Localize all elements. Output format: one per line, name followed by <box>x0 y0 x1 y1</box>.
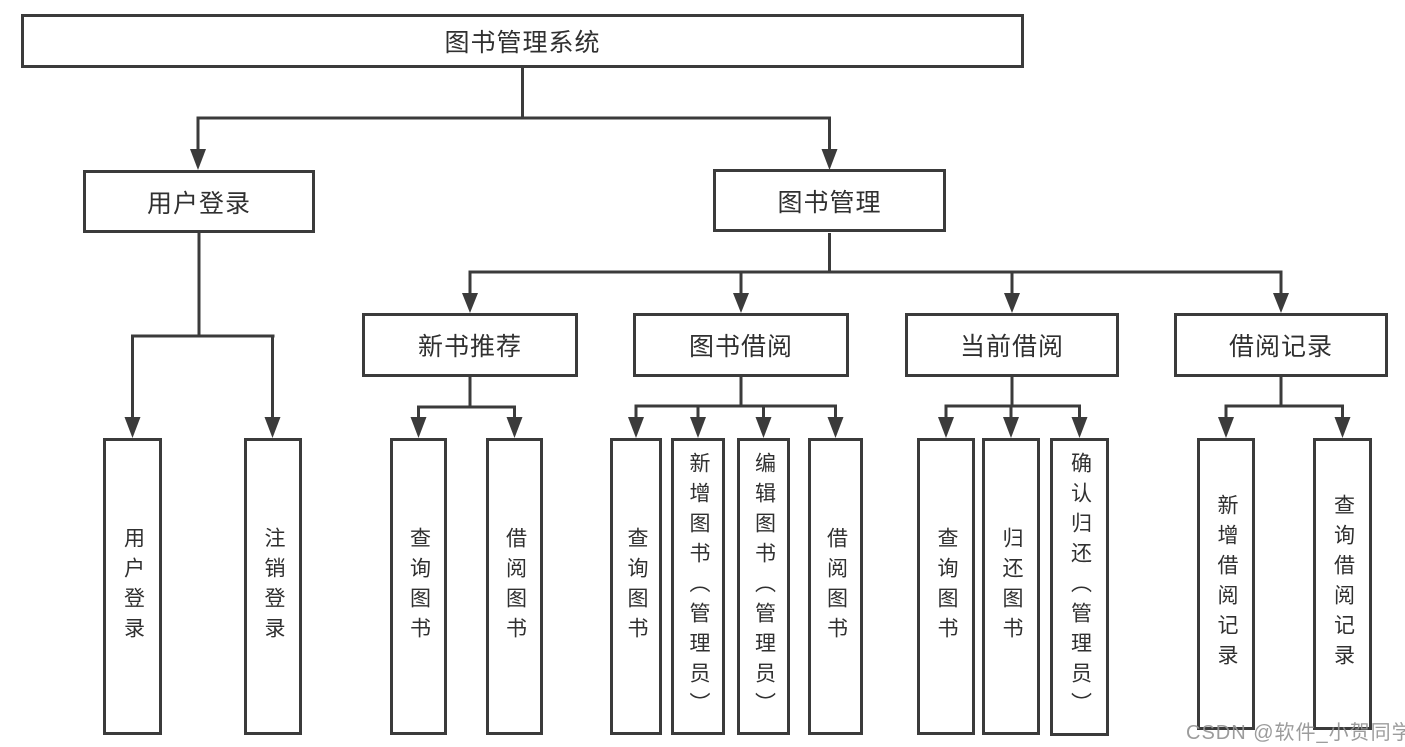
leaf-user-login-label: 用户登录 <box>121 526 145 647</box>
leaf-borrow-books-recommend: 借阅图书 <box>486 438 543 735</box>
leaf-edit-book-admin: 编辑图书（管理员） <box>737 438 790 735</box>
node-library-management-system: 图书管理系统 <box>21 14 1024 68</box>
leaf-borrow-books-recommend-label: 借阅图书 <box>503 526 527 647</box>
leaf-query-books-recommend: 查询图书 <box>390 438 447 735</box>
leaf-query-books-current-label: 查询图书 <box>935 526 958 647</box>
node-borrowing-records: 借阅记录 <box>1174 313 1388 377</box>
leaf-query-borrow-record: 查询借阅记录 <box>1313 438 1372 730</box>
leaf-user-login: 用户登录 <box>103 438 162 735</box>
leaf-borrow-books: 借阅图书 <box>808 438 863 735</box>
leaf-confirm-return-admin: 确认归还（管理员） <box>1050 438 1109 736</box>
leaf-edit-book-admin-label: 编辑图书（管理员） <box>752 451 776 722</box>
leaf-query-borrow-record-label: 查询借阅记录 <box>1331 494 1355 674</box>
leaf-borrow-books-label: 借阅图书 <box>824 526 848 647</box>
leaf-logout: 注销登录 <box>244 438 302 735</box>
node-current-borrowing: 当前借阅 <box>905 313 1119 377</box>
node-book-borrowing: 图书借阅 <box>633 313 849 377</box>
leaf-add-book-admin-label: 新增图书（管理员） <box>687 451 710 722</box>
leaf-confirm-return-admin-label: 确认归还（管理员） <box>1068 452 1092 722</box>
leaf-query-books-borrowing-label: 查询图书 <box>625 526 648 647</box>
leaf-add-borrow-record-label: 新增借阅记录 <box>1215 494 1238 674</box>
leaf-return-books: 归还图书 <box>982 438 1040 735</box>
leaf-return-books-label: 归还图书 <box>1000 526 1023 647</box>
leaf-add-borrow-record: 新增借阅记录 <box>1197 438 1255 730</box>
node-new-book-recommend: 新书推荐 <box>362 313 578 377</box>
leaf-query-books-recommend-label: 查询图书 <box>407 526 431 647</box>
leaf-query-books-borrowing: 查询图书 <box>610 438 662 735</box>
node-book-management: 图书管理 <box>713 169 946 232</box>
csdn-watermark: CSDN @软件_小贺同学 <box>1186 722 1405 744</box>
leaf-query-books-current: 查询图书 <box>917 438 975 735</box>
leaf-logout-label: 注销登录 <box>262 526 285 647</box>
leaf-add-book-admin: 新增图书（管理员） <box>671 438 725 735</box>
node-user-login: 用户登录 <box>83 170 315 233</box>
